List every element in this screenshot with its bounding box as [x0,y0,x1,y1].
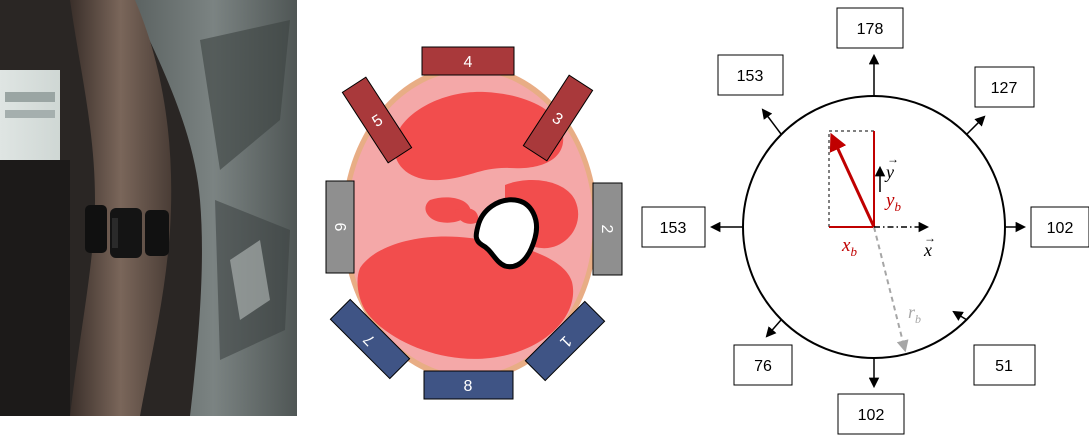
box-down-left: 76 [733,344,793,386]
y-component-label: yb [884,190,901,214]
svg-text:51: 51 [995,358,1013,375]
electrode-label: 2 [598,225,615,234]
muscle-lower [357,236,574,359]
y-axis-label: y [884,162,894,182]
box-up-left: 153 [717,54,784,96]
electrode-1: 1 [524,300,606,382]
svg-text:153: 153 [737,68,764,85]
svg-text:102: 102 [1047,220,1074,237]
electrode-3: 3 [522,74,594,162]
electrode-7: 7 [329,298,411,380]
bone [473,197,539,270]
electrode-label: 8 [464,378,473,395]
arrow-down-right [952,310,968,321]
x-component-label: xb [841,235,857,259]
box-up: 178 [836,7,904,49]
x-axis-label: x [923,240,932,260]
svg-text:178: 178 [857,21,884,38]
x-vector-arrow-icon: → [924,231,936,245]
electrode-8: 8 [423,370,514,400]
svg-text:153: 153 [660,220,687,237]
radius-label: rb [908,302,921,326]
arrow-up-right [966,115,986,135]
box-down-right: 51 [973,344,1036,386]
myo-armband [85,205,169,258]
resultant-vector [829,132,876,228]
electrode-2: 2 [592,182,623,276]
muscle-upper [394,91,564,181]
direction-compass: 178 127 102 51 102 76 153 153 [641,7,1089,435]
svg-text:76: 76 [754,358,772,375]
svg-text:127: 127 [991,80,1018,97]
electrode-label: 4 [464,54,473,71]
radius-arrow [873,226,909,353]
electrode-6: 6 [325,180,355,274]
arrow-down-left [765,319,782,338]
forearm-cross-section: 4 3 5 2 6 1 7 8 [325,46,623,400]
electrode-4: 4 [421,46,515,76]
armband-photo [0,0,297,416]
electrode-label: 6 [331,223,348,232]
box-right: 102 [1030,206,1089,248]
svg-text:102: 102 [858,407,885,424]
electrode-5: 5 [341,76,413,164]
box-up-right: 127 [974,66,1035,108]
box-down: 102 [837,393,905,435]
arrow-up-left [761,108,782,135]
box-left: 153 [641,206,706,248]
y-vector-arrow-icon: → [887,152,899,166]
